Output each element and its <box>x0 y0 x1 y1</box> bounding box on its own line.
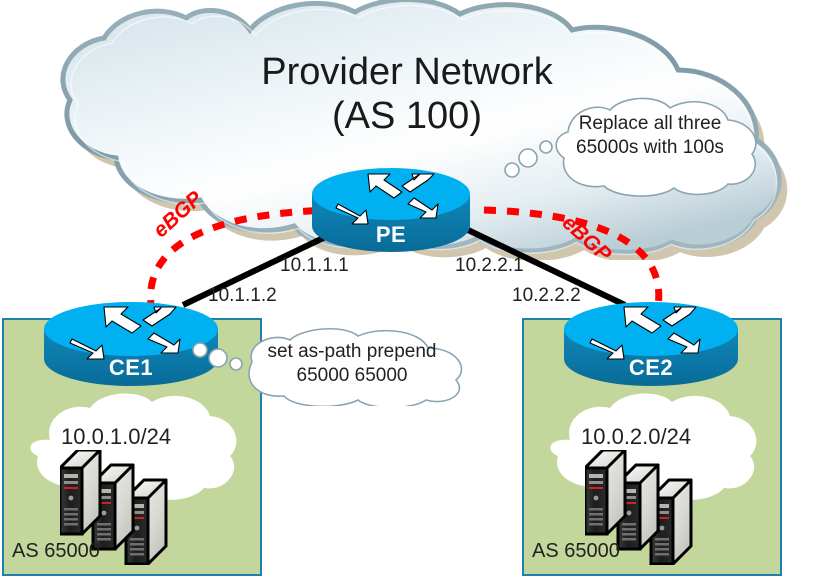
router-pe-label: PE <box>375 222 407 247</box>
ip-label-pe-ce1: 10.1.1.1 <box>280 255 349 276</box>
router-ce1[interactable]: CE1 <box>42 293 220 393</box>
link-pe-ce2 <box>466 227 627 308</box>
ebgp-curve-left <box>147 206 331 313</box>
ip-label-ce1: 10.1.1.2 <box>208 285 277 306</box>
provider-cloud-title-line2: (AS 100) <box>332 95 482 137</box>
ebgp-curve-right <box>483 206 663 313</box>
as-label-left: AS 65000 <box>12 540 100 562</box>
router-icon <box>44 302 218 386</box>
provider-cloud-title-line1: Provider Network <box>261 51 553 93</box>
ip-label-ce2: 10.2.2.2 <box>512 285 581 306</box>
ip-label-pe-ce2: 10.2.2.1 <box>455 255 524 276</box>
router-ce1-label: CE1 <box>108 355 154 380</box>
router-ce2-label: CE2 <box>628 355 674 380</box>
subnet-label-right: 10.0.2.0/24 <box>581 424 692 449</box>
router-pe[interactable]: PE <box>310 160 472 260</box>
as-label-right: AS 65000 <box>532 540 620 562</box>
router-icon <box>312 168 470 252</box>
prepend-callout-line2: 65000 65000 <box>296 365 408 386</box>
router-icon <box>564 302 738 386</box>
replace-callout-text: Replace all three 65000s with 100s <box>560 112 740 160</box>
router-ce2[interactable]: CE2 <box>562 293 740 393</box>
subnet-label-left: 10.0.1.0/24 <box>61 424 172 449</box>
provider-cloud-title: Provider Network (AS 100) <box>257 50 557 138</box>
replace-callout-line2: 65000s with 100s <box>576 137 724 158</box>
replace-callout-bubble <box>504 97 757 197</box>
prepend-callout-text: set as-path prepend 65000 65000 <box>252 340 452 388</box>
prepend-callout-line1: set as-path prepend <box>267 341 437 362</box>
link-pe-ce1 <box>181 227 342 308</box>
prepend-callout-bubble <box>192 327 463 406</box>
replace-callout-line1: Replace all three <box>578 113 722 134</box>
